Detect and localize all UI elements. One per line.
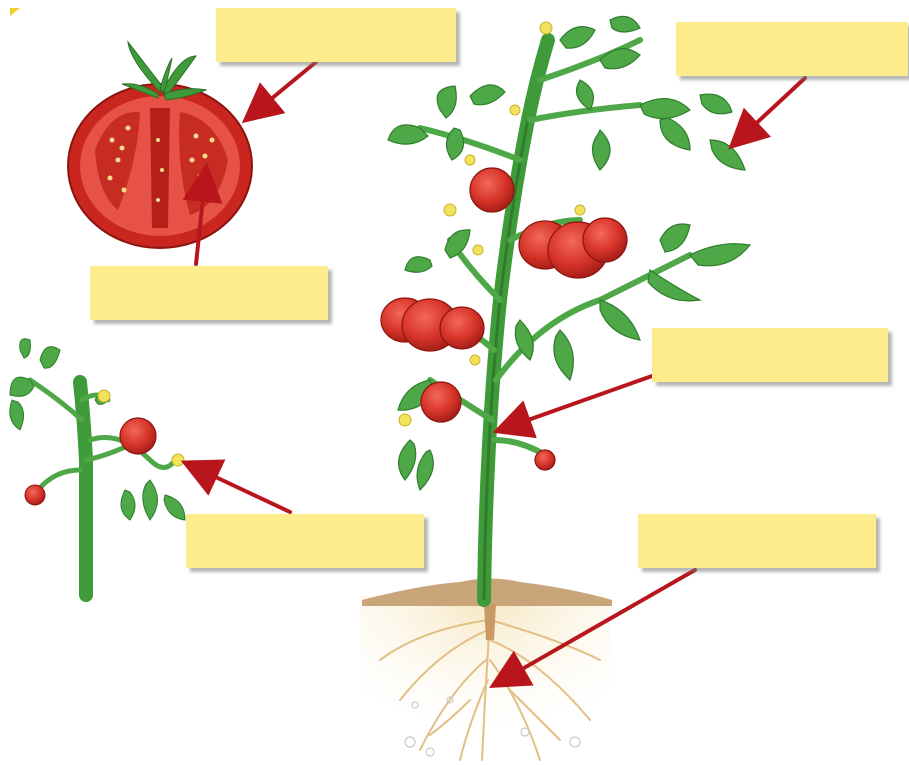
label-box-seed[interactable] [90,266,328,320]
corner-mark [10,8,20,16]
label-box-fruit[interactable] [216,8,456,62]
arrow-stem [500,376,652,430]
arrow-leaf [734,78,805,144]
tomato-branch [10,339,185,595]
arrow-fruit [248,62,316,118]
label-box-leaf[interactable] [676,22,908,76]
label-box-flower[interactable] [186,514,424,568]
tomato-cross-section [68,42,252,248]
arrow-flower [188,464,290,512]
tomato-plant [381,16,750,600]
label-box-root[interactable] [638,514,876,568]
label-box-stem[interactable] [652,328,888,382]
